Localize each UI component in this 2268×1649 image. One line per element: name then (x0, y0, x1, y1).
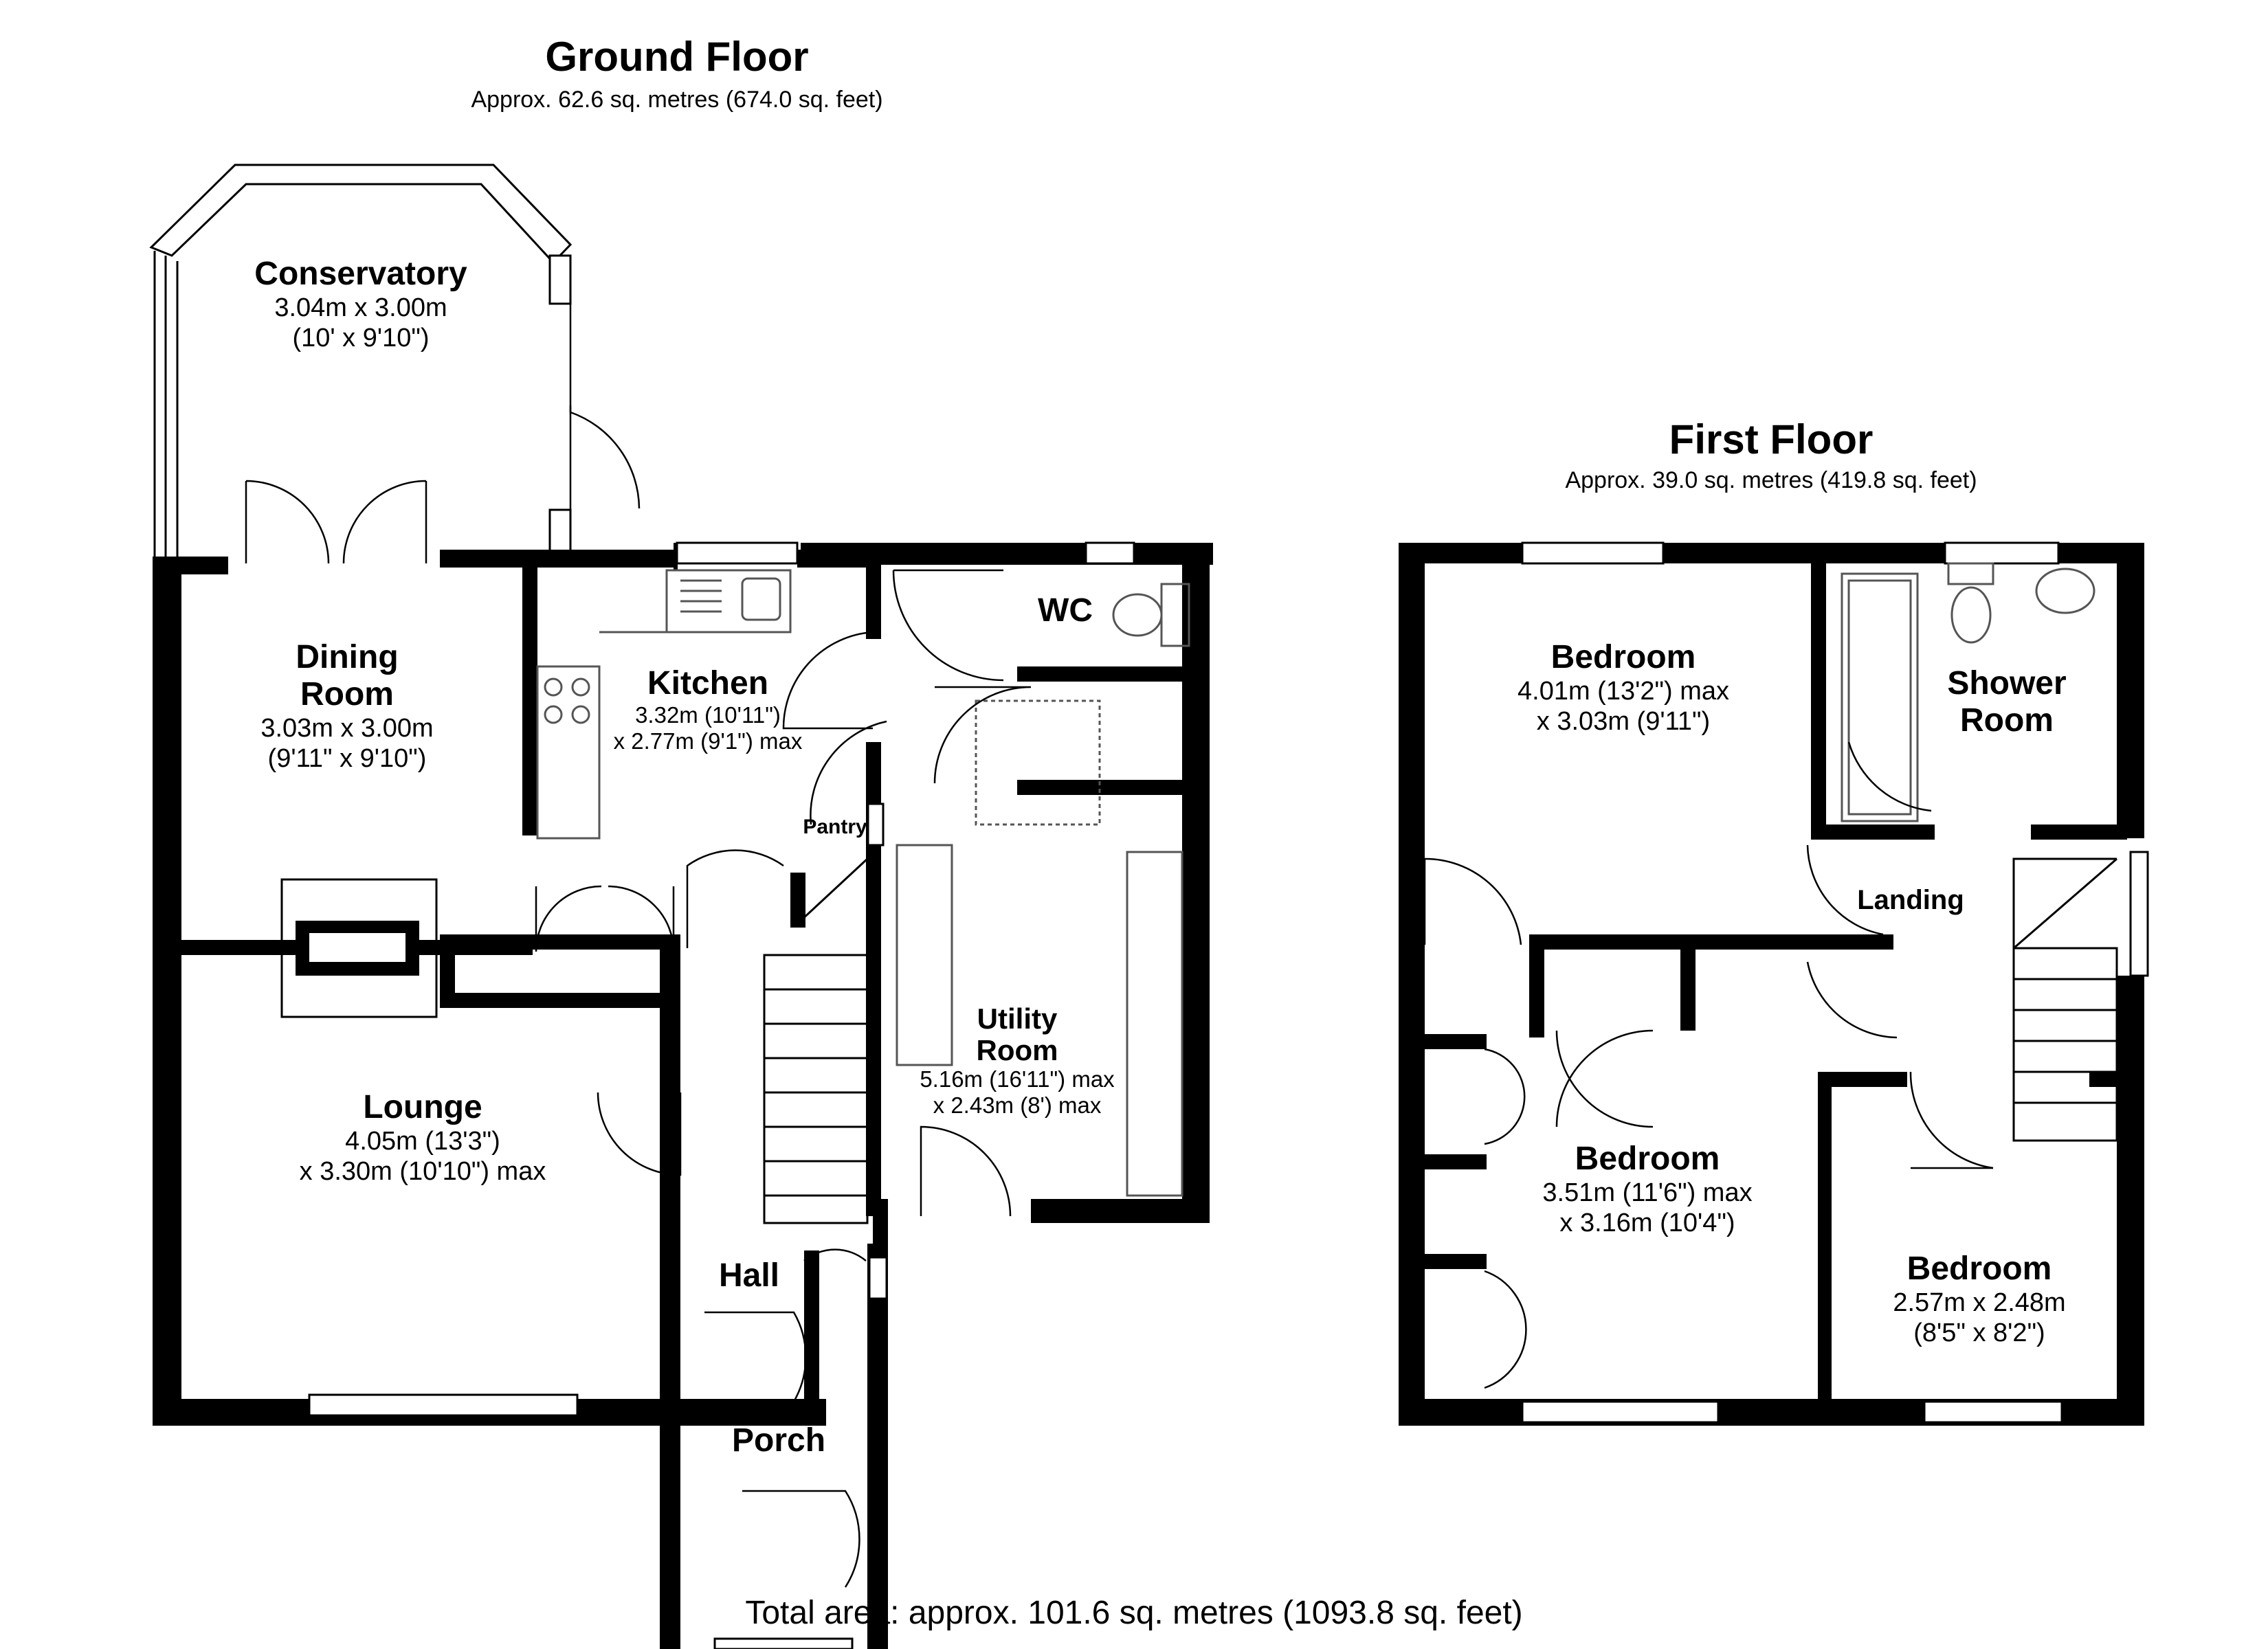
room-name: Shower (1947, 665, 2067, 702)
first-floor-stairs (2012, 857, 2118, 1142)
room-dimensions-2: x 3.03m (9'11") (1536, 707, 1711, 736)
room-dimensions: 3.51m (11'6") max (1542, 1178, 1753, 1207)
room-dimensions: 4.01m (13'2") max (1517, 677, 1729, 706)
room-dimensions: 3.32m (10'11") (635, 702, 781, 728)
room-name: WC (1038, 592, 1093, 629)
room-dimensions: 3.04m x 3.00m (274, 293, 447, 322)
total-area: Total area: approx. 101.6 sq. metres (10… (745, 1595, 1523, 1631)
first-floor-plan (1399, 541, 2149, 1426)
first-floor-area: Approx. 39.0 sq. metres (419.8 sq. feet) (1565, 467, 1977, 493)
ground-floor-area: Approx. 62.6 sq. metres (674.0 sq. feet) (471, 87, 883, 113)
room-name: Hall (718, 1257, 780, 1294)
room-dimensions-2: x 2.43m (8') max (933, 1092, 1102, 1118)
ground-floor-walls (153, 543, 1213, 1649)
ground-floor-windows (308, 541, 1135, 1649)
room-name: Pantry (803, 816, 867, 838)
first-floor-doors (1423, 741, 1994, 1389)
room-name: Conservatory (254, 256, 467, 292)
room-dimensions: 3.03m x 3.00m (260, 714, 434, 743)
room-label-bedroom-1: Bedroom 4.01m (13'2") max x 3.03m (9'11"… (1517, 639, 1729, 737)
room-name: Utility (977, 1002, 1058, 1035)
room-name: Kitchen (647, 665, 769, 702)
room-label-bedroom-2: Bedroom 3.51m (11'6") max x 3.16m (10'4"… (1542, 1141, 1752, 1238)
room-label-lounge: Lounge 4.05m (13'3") x 3.30m (10'10") ma… (300, 1089, 546, 1187)
room-name-line2: Room (1960, 702, 2054, 739)
room-label-bedroom-3: Bedroom 2.57m x 2.48m (8'5" x 8'2") (1893, 1250, 2065, 1348)
room-label-porch: Porch (732, 1422, 825, 1459)
room-name: Dining (296, 639, 399, 675)
shower-room-fixtures (1841, 562, 2095, 822)
room-label-conservatory: Conservatory 3.04m x 3.00m (10' x 9'10") (254, 256, 467, 353)
first-floor-windows (1521, 541, 2149, 1424)
room-label-shower-room: Shower Room (1947, 665, 2066, 739)
ground-floor-stairs (763, 857, 869, 1224)
room-dimensions-2: x 3.16m (10'4") (1559, 1209, 1735, 1237)
room-label-landing: Landing (1857, 882, 1964, 919)
room-dimensions-imperial: (10' x 9'10") (292, 324, 430, 352)
kitchen-fixtures (536, 569, 1183, 1197)
fireplace (280, 878, 438, 1018)
room-name: Bedroom (1906, 1250, 2052, 1287)
room-name-line2: Room (300, 676, 394, 713)
room-dimensions-2: x 3.30m (10'10") max (299, 1157, 546, 1186)
room-dimensions-imperial: (9'11" x 9'10") (267, 744, 427, 773)
conservatory-glazing (149, 164, 572, 559)
room-name: Landing (1857, 885, 1964, 915)
room-label-kitchen: Kitchen 3.32m (10'11") x 2.77m (9'1") ma… (614, 665, 803, 754)
room-label-dining-room: Dining Room 3.03m x 3.00m (9'11" x 9'10"… (260, 639, 433, 774)
wc-fixtures (1112, 583, 1190, 647)
ground-floor-title: Ground Floor (545, 34, 809, 80)
room-dimensions-imperial: (8'5" x 8'2") (1913, 1319, 2045, 1347)
room-label-wc: WC (1038, 592, 1093, 629)
room-label-pantry: Pantry (803, 816, 867, 839)
room-name: Lounge (363, 1089, 482, 1125)
room-name-line2: Room (976, 1034, 1058, 1066)
room-name: Bedroom (1575, 1141, 1720, 1177)
ground-floor-doors (245, 304, 1032, 1588)
room-name: Porch (731, 1422, 826, 1459)
room-dimensions: 4.05m (13'3") (345, 1127, 500, 1156)
first-floor-title: First Floor (1669, 416, 1874, 462)
ground-floor-plan (149, 164, 1213, 1649)
room-dimensions-2: x 2.77m (9'1") max (613, 728, 803, 754)
room-label-utility-room: Utility Room 5.16m (16'11") max x 2.43m … (920, 1003, 1114, 1119)
room-dimensions: 2.57m x 2.48m (1893, 1288, 2066, 1317)
room-label-hall: Hall (719, 1257, 779, 1294)
room-name: Bedroom (1550, 639, 1696, 675)
room-dimensions: 5.16m (16'11") max (920, 1066, 1115, 1092)
